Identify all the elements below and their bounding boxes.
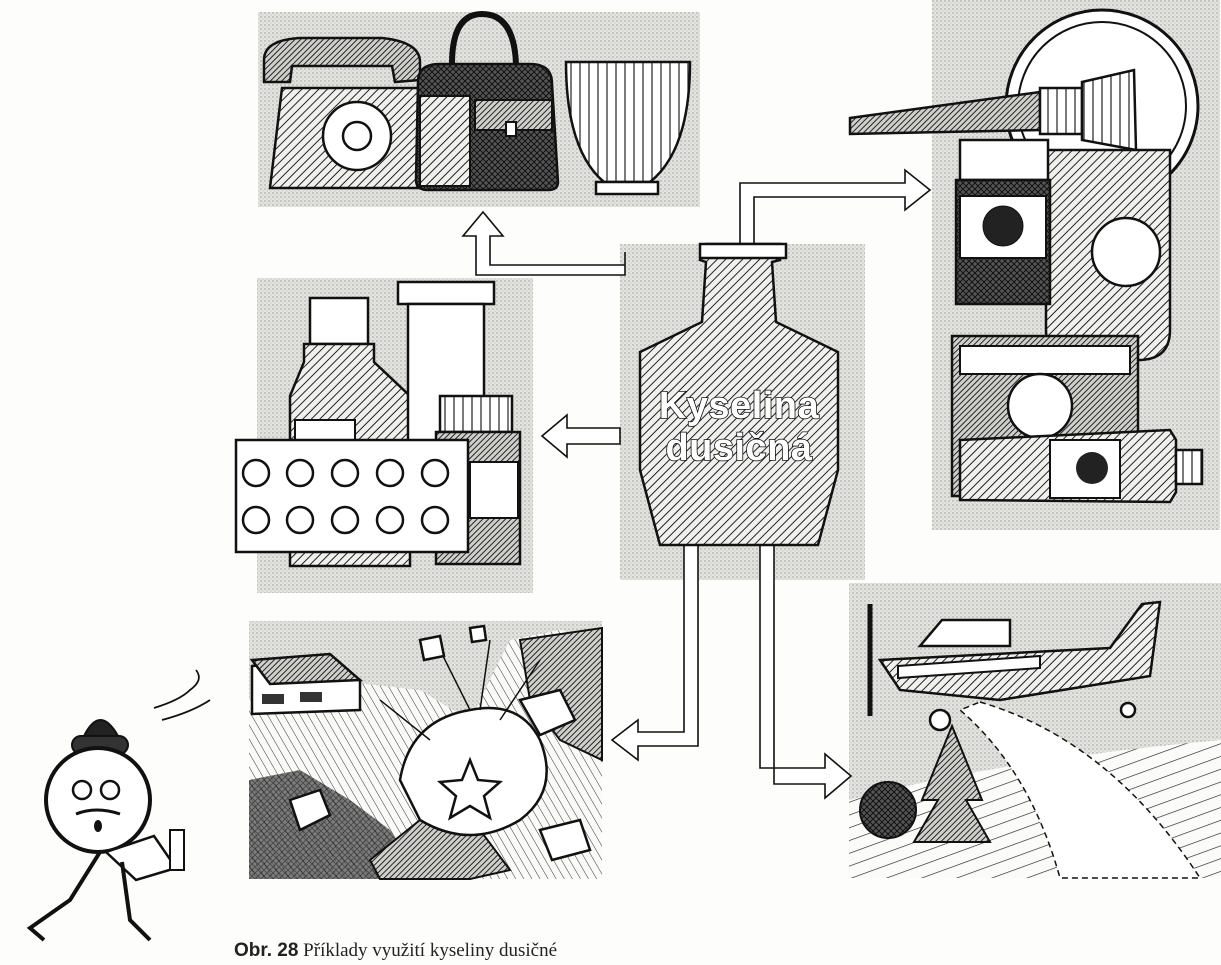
figure-number: Obr. 28 (234, 940, 298, 961)
paint-can-icon (1046, 150, 1170, 360)
arrow-to-paints (740, 170, 930, 246)
chemist-mascot-icon (30, 670, 210, 940)
paint-jar-icon (956, 140, 1050, 304)
pill-blister-icon (236, 440, 468, 552)
bottle-label-line2: dusičná (665, 427, 812, 469)
figure-caption-text: Příklady využití kyseliny dusičné (303, 940, 557, 961)
bottle-label-line1: Kyselina (659, 385, 820, 427)
figure-caption: Obr. 28 Příklady využití kyseliny dusičn… (234, 940, 1134, 962)
arrow-to-pharmaceuticals (542, 415, 620, 457)
paint-tube-icon (960, 430, 1202, 502)
arrow-to-consumer-goods (463, 212, 625, 275)
arrow-to-agriculture (760, 545, 851, 798)
telephone-icon (264, 38, 436, 188)
